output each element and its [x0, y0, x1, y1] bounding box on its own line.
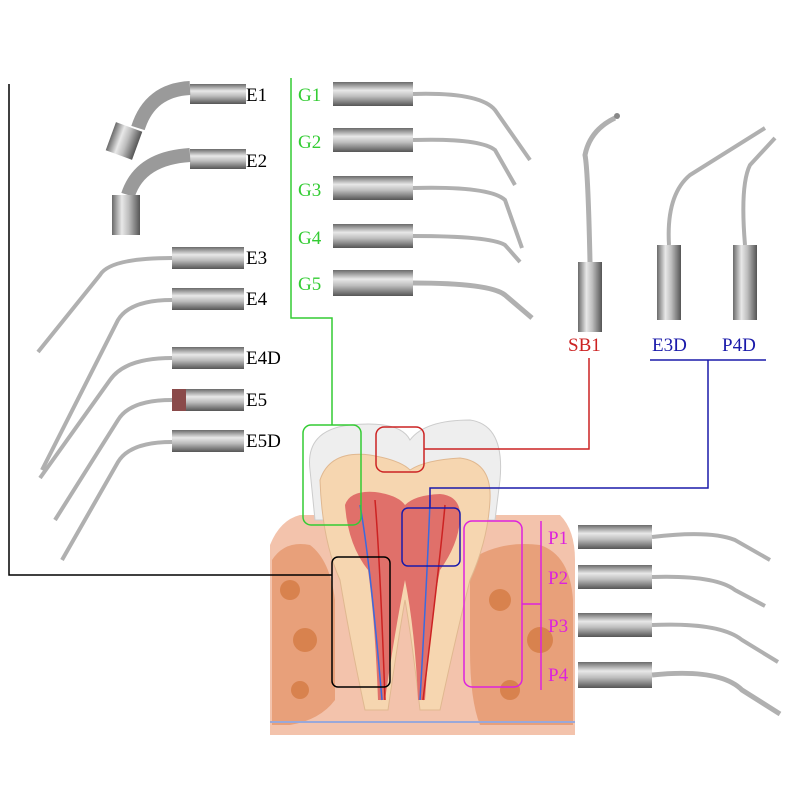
label-e3d: E3D	[652, 335, 687, 356]
artery	[422, 504, 446, 701]
tip-p4d	[733, 136, 777, 320]
label-e4: E4	[246, 289, 268, 310]
tip-e4	[40, 288, 244, 471]
tip-p2	[578, 565, 766, 608]
bone-spot	[527, 627, 553, 653]
bone-spot	[500, 680, 520, 700]
endo-connector	[8, 84, 332, 576]
tip-sb1	[578, 113, 620, 332]
perio-connector	[522, 521, 542, 690]
label-p4: P4	[548, 665, 569, 686]
label-g2: G2	[298, 132, 321, 153]
label-e5d: E5D	[246, 431, 281, 452]
nerve	[359, 504, 383, 701]
tip-e5	[53, 389, 244, 522]
tip-p1	[578, 525, 771, 562]
labels: E1 E2 E3 E4 E4D E5 E5D G1 G2 G3 G4 G5 SB…	[246, 85, 756, 686]
label-g5: G5	[298, 274, 321, 295]
tip-g3	[333, 176, 524, 249]
instrument-tips	[36, 81, 782, 717]
label-p1: P1	[548, 528, 568, 549]
label-e4d: E4D	[246, 348, 281, 369]
tip-g1	[333, 82, 532, 162]
bone-spot	[280, 580, 300, 600]
nerve	[419, 499, 431, 701]
endo-region-box	[331, 556, 391, 688]
tip-g5	[333, 270, 534, 320]
label-g4: G4	[298, 228, 322, 249]
tip-p4	[578, 662, 782, 717]
tip-e3d	[657, 126, 767, 320]
tip-e2	[112, 148, 246, 235]
tooth-pulp	[345, 491, 461, 700]
tip-e1	[105, 81, 246, 160]
tip-e4d	[38, 347, 244, 480]
label-p3: P3	[548, 616, 568, 637]
bone-spot	[291, 681, 309, 699]
artery	[374, 499, 386, 701]
general-region-box	[302, 424, 362, 526]
label-sb1: SB1	[568, 335, 601, 356]
tip-p3	[578, 613, 780, 664]
bone-spot	[293, 628, 317, 652]
sb-connector	[424, 358, 590, 450]
label-g1: G1	[298, 85, 321, 106]
tip-e3	[36, 247, 244, 354]
label-e2: E2	[246, 151, 267, 172]
label-e1: E1	[246, 85, 267, 106]
tip-g2	[333, 128, 517, 186]
general-connector	[290, 78, 333, 425]
tip-g4	[333, 224, 522, 264]
label-p2: P2	[548, 568, 568, 589]
tip-e5d	[60, 430, 244, 561]
bone-spot	[489, 589, 511, 611]
pulp-tips-connector	[429, 360, 709, 508]
sb-region-box	[375, 426, 425, 473]
label-e3: E3	[246, 248, 267, 269]
label-e5: E5	[246, 390, 267, 411]
tooth-illustration	[270, 419, 575, 735]
label-g3: G3	[298, 180, 321, 201]
label-p4d: P4D	[722, 335, 756, 356]
pulp-region-box	[401, 507, 461, 567]
connectors	[8, 78, 766, 690]
